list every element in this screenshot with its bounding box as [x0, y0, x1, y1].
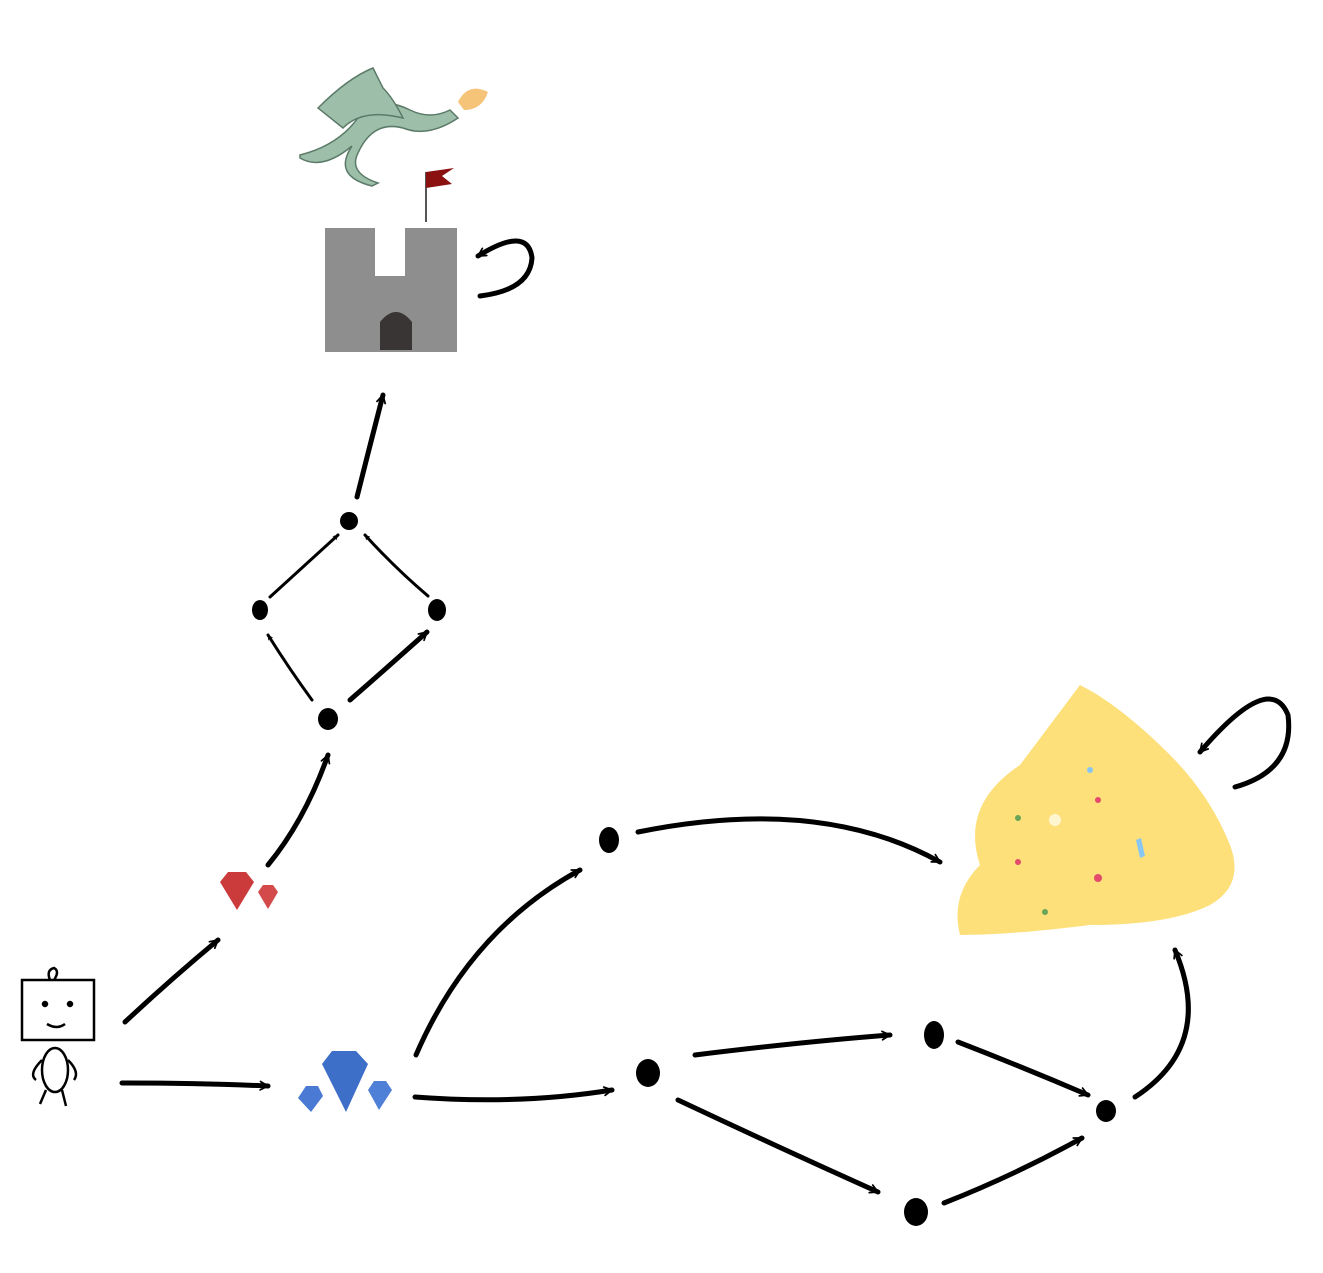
edge-red-gems-to-node — [265, 752, 331, 868]
robot-character-icon — [20, 966, 96, 1107]
node — [904, 1198, 928, 1226]
node — [318, 708, 338, 730]
edge-node-to-gold — [1132, 947, 1191, 1100]
node — [636, 1059, 660, 1087]
edge-start-to-blue-gems — [119, 1080, 271, 1091]
edge — [363, 533, 430, 598]
edge-blue-gems-to-node — [413, 867, 583, 1058]
edge-blue-gems-to-node — [412, 1086, 615, 1103]
edge — [266, 633, 314, 702]
node — [252, 600, 268, 620]
edge-to-castle — [354, 392, 387, 500]
edge — [347, 629, 430, 703]
gold-pile-icon — [957, 685, 1235, 935]
dragon-icon — [299, 67, 488, 187]
castle-self-loop — [475, 238, 535, 299]
node — [1096, 1100, 1116, 1122]
castle-icon — [325, 168, 457, 352]
flag-icon — [426, 168, 454, 188]
blue-gem-icon — [298, 1051, 392, 1112]
edge-node-to-gold — [635, 816, 943, 865]
node — [340, 512, 358, 530]
edge-start-to-red-gems — [122, 937, 221, 1025]
node — [924, 1021, 944, 1049]
gold-self-loop — [1197, 696, 1292, 790]
edge — [675, 1097, 881, 1195]
red-gem-icon — [220, 872, 278, 910]
node — [428, 599, 446, 621]
edge — [955, 1039, 1091, 1098]
edge — [941, 1135, 1085, 1206]
node — [599, 827, 619, 853]
edge — [692, 1030, 893, 1058]
edge — [268, 533, 340, 599]
